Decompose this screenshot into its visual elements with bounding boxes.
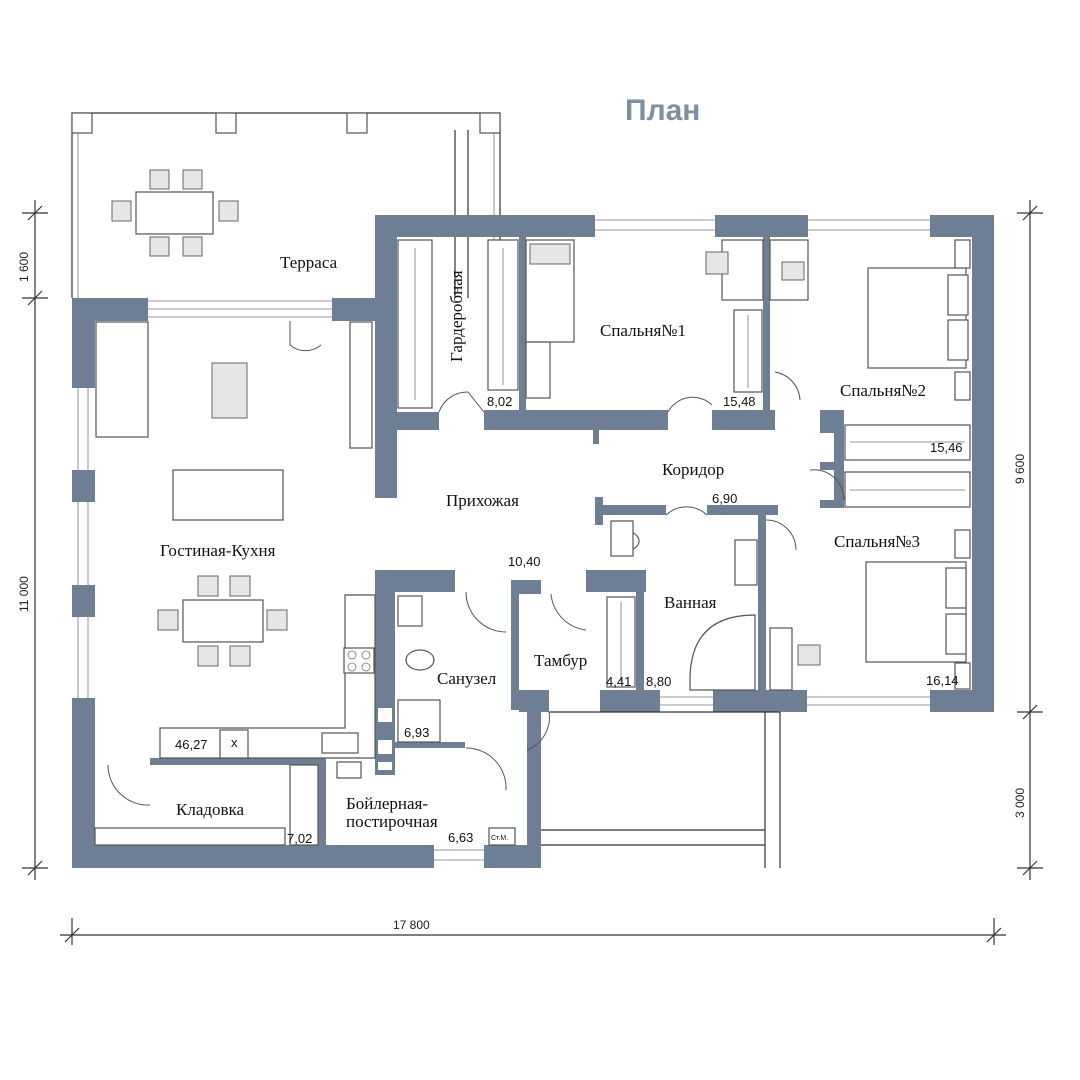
area-corridor: 6,90 [712, 491, 737, 506]
walls [72, 215, 994, 868]
living-furniture [95, 321, 373, 667]
chimney [378, 708, 392, 770]
room-label-bedroom2: Спальня№2 [840, 381, 926, 400]
room-label-wc: Санузел [437, 669, 497, 688]
pantry-shelves [94, 764, 319, 846]
room-label-terrace: Терраса [280, 253, 338, 272]
doors [107, 321, 845, 806]
bedroom-furniture [525, 239, 971, 691]
area-wc: 6,93 [404, 725, 429, 740]
area-pantry: 7,02 [287, 831, 312, 846]
area-bathroom: 8,80 [646, 674, 671, 689]
dimension-total-width: 17 800 [393, 918, 430, 932]
room-label-corridor: Коридор [662, 460, 724, 479]
wardrobe-racks [397, 239, 971, 688]
dimension-right-bottom: 3 000 [1013, 788, 1027, 818]
terrace-dining-table [111, 169, 239, 257]
area-boiler: 6,63 [448, 830, 473, 845]
area-vestibule: 4,41 [606, 674, 631, 689]
area-bedroom2: 15,46 [930, 440, 963, 455]
room-label-bathroom: Ванная [664, 593, 717, 612]
dimension-right-mid: 9 600 [1013, 454, 1027, 484]
room-label-boiler-2: постирочная [346, 812, 438, 831]
sink-mark: x [231, 735, 238, 750]
wc-fixtures [336, 595, 441, 779]
dimension-top-left: 1 600 [17, 252, 31, 282]
room-label-boiler-1: Бойлерная- [346, 794, 428, 813]
kitchen-counter: x [159, 594, 376, 759]
plan-title: План [625, 94, 700, 127]
area-bedroom1: 15,48 [723, 394, 756, 409]
room-label-wardrobe: Гардеробная [447, 270, 466, 362]
dimension-bottom: 17 800 [60, 918, 1006, 945]
entrance-porch [541, 711, 781, 868]
room-label-hall: Прихожая [446, 491, 519, 510]
washing-machine-label: Ст.М. [491, 835, 508, 842]
room-label-vestibule: Тамбур [534, 651, 587, 670]
room-label-living: Гостиная-Кухня [160, 541, 276, 560]
dimension-left-height: 11 000 [17, 576, 31, 612]
windows [77, 219, 930, 861]
room-label-bedroom3: Спальня№3 [834, 532, 920, 551]
terrace-outline [71, 112, 501, 298]
area-bedroom3: 16,14 [926, 673, 959, 688]
area-hall: 10,40 [508, 554, 541, 569]
room-label-bedroom1: Спальня№1 [600, 321, 686, 340]
bathroom-fixtures [610, 520, 758, 691]
washing-machine: Ст.М. [488, 827, 516, 846]
dimension-left: 1 600 11 000 [17, 200, 48, 880]
area-wardrobe: 8,02 [487, 394, 512, 409]
area-living: 46,27 [175, 737, 208, 752]
dimension-right: 9 600 3 000 [1013, 200, 1043, 880]
room-label-pantry: Кладовка [176, 800, 245, 819]
